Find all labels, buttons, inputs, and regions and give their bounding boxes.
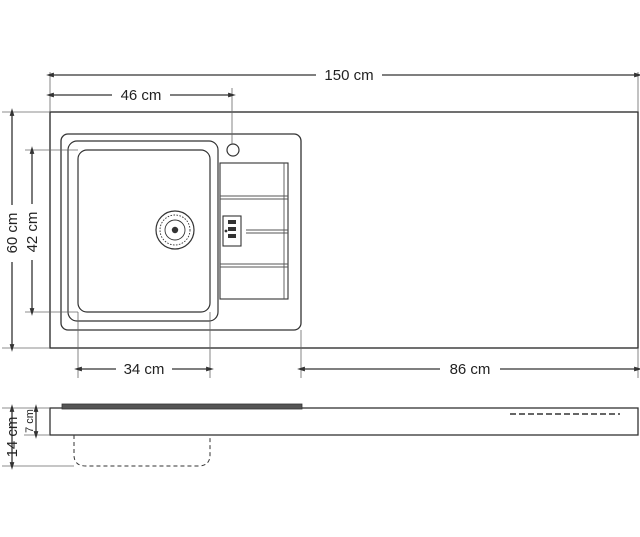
top-view: 150 cm 46 cm 60 cm 42 cm bbox=[2, 67, 640, 378]
dim-60-label: 60 cm bbox=[4, 213, 21, 254]
drain-icon bbox=[155, 210, 195, 250]
dim-46 bbox=[46, 88, 236, 144]
bowl-outer bbox=[67, 140, 219, 322]
dim-46-label: 46 cm bbox=[121, 87, 162, 104]
overflow-icon bbox=[222, 215, 242, 247]
dim-42-label: 42 cm bbox=[24, 212, 41, 253]
dim-34 bbox=[74, 312, 214, 378]
dim-14-label: 14 cm bbox=[4, 417, 21, 458]
drainer-board bbox=[219, 162, 289, 300]
dim-14 bbox=[2, 404, 74, 470]
dim-34-label: 34 cm bbox=[124, 361, 165, 378]
dim-150-label: 150 cm bbox=[324, 67, 373, 84]
dim-86-label: 86 cm bbox=[450, 361, 491, 378]
dim-42 bbox=[25, 146, 78, 316]
countertop-side bbox=[49, 407, 639, 436]
dim-150 bbox=[46, 72, 640, 112]
dim-60 bbox=[2, 108, 50, 352]
tap-hole-icon bbox=[226, 143, 240, 157]
dim-7 bbox=[24, 404, 50, 439]
dim-7-label: 7 cm bbox=[24, 409, 36, 433]
bowl-hidden-outline bbox=[73, 435, 211, 467]
dim-86 bbox=[297, 330, 640, 378]
sink-rim bbox=[61, 403, 303, 410]
bowl-inner bbox=[77, 149, 211, 313]
side-view: 14 cm 7 cm bbox=[2, 403, 639, 470]
